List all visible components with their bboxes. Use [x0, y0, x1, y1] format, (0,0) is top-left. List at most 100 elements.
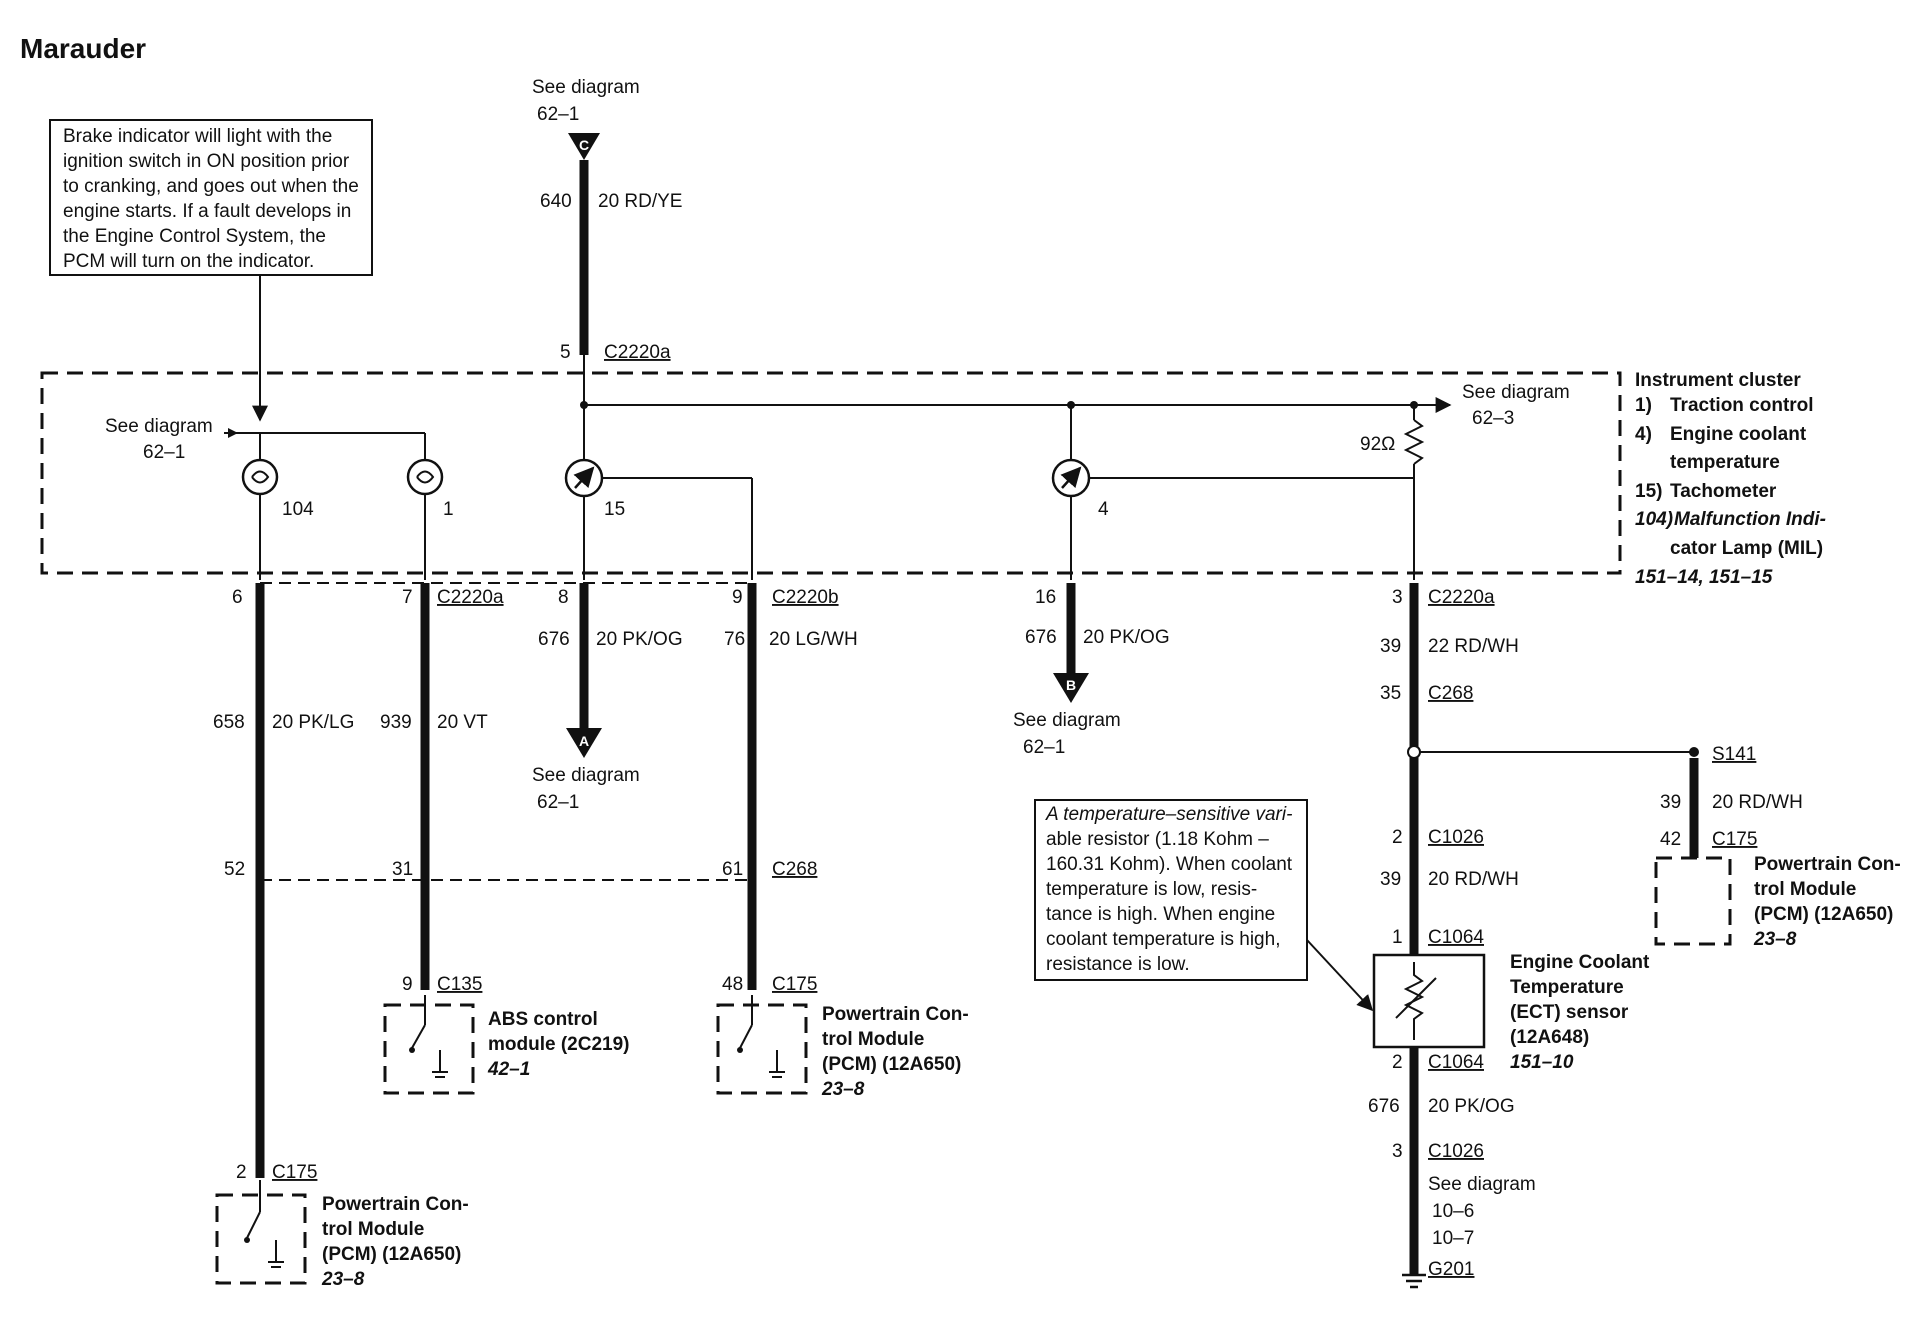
see-diagram-label: See diagram — [532, 77, 640, 98]
module-label: (ECT) sensor — [1510, 1002, 1629, 1023]
pin-number: 61 — [722, 859, 743, 880]
ect-note-line: tance is high. When engine — [1046, 904, 1275, 925]
module-label: (12A648) — [1510, 1027, 1589, 1048]
connector-a-marker — [566, 728, 602, 758]
wire-color: 20 PK/LG — [272, 712, 354, 733]
pin-number: 42 — [1660, 829, 1681, 850]
connector-label: C2220b — [772, 587, 839, 608]
lamp-number: 104 — [282, 499, 314, 520]
wire-color: 20 RD/WH — [1712, 792, 1803, 813]
brake-note: Brake indicator will light with the igni… — [49, 119, 373, 276]
module-label: Powertrain Con- — [1754, 854, 1901, 875]
see-diagram-label: See diagram — [1462, 382, 1570, 403]
wire-color: 20 RD/WH — [1428, 869, 1519, 890]
brake-note-line: ignition switch in ON position prior — [63, 151, 350, 172]
connector-label: C268 — [1428, 683, 1473, 704]
diagram-ref: 10–7 — [1432, 1228, 1474, 1249]
traction-control-lamp-icon — [406, 458, 444, 496]
pin-number: 9 — [402, 974, 413, 995]
circuit-number: 39 — [1660, 792, 1681, 813]
diagram-ref: 62–1 — [143, 442, 185, 463]
brake-note-line: engine starts. If a fault develops in — [63, 201, 351, 222]
splice-label: S141 — [1712, 744, 1756, 765]
connector-b-marker — [1053, 673, 1089, 703]
pin-number: 48 — [722, 974, 743, 995]
circuit-number: 658 — [213, 712, 245, 733]
pin-number: 2 — [236, 1162, 247, 1183]
cluster-item-num: 104) — [1635, 509, 1673, 530]
module-label: (PCM) (12A650) — [822, 1054, 961, 1075]
see-diagram-label: See diagram — [1013, 710, 1121, 731]
ect-note-line: temperature is low, resis- — [1046, 879, 1257, 900]
thermistor-icon — [1403, 962, 1425, 1040]
circuit-number: 39 — [1380, 636, 1401, 657]
cluster-item-label: cator Lamp (MIL) — [1670, 538, 1823, 559]
pin-number: 7 — [402, 587, 413, 608]
page-title: Marauder — [20, 33, 146, 64]
cluster-item-num: 15) — [1635, 481, 1662, 502]
ect-note-line: 160.31 Kohm). When coolant — [1046, 854, 1293, 875]
diagram-ref: 62–1 — [537, 792, 579, 813]
module-label: trol Module — [1754, 879, 1856, 900]
circuit-number: 676 — [1025, 627, 1057, 648]
circuit-number: 76 — [724, 629, 745, 650]
cluster-item-label: Engine coolant — [1670, 424, 1807, 445]
module-label: Temperature — [1510, 977, 1624, 998]
pin-number: 9 — [732, 587, 743, 608]
instrument-cluster-box — [40, 371, 1622, 575]
circuit-number: 939 — [380, 712, 412, 733]
connector-label: C135 — [437, 974, 482, 995]
pin-number: 3 — [1392, 1141, 1403, 1162]
ect-note-line: able resistor (1.18 Kohm – — [1046, 829, 1269, 850]
connector-a-letter: A — [579, 733, 589, 749]
connector-label: C2220a — [437, 587, 504, 608]
switch-icon — [246, 1211, 261, 1239]
pin-number: 3 — [1392, 587, 1403, 608]
module-label: (PCM) (12A650) — [322, 1244, 461, 1265]
connector-label: C175 — [772, 974, 817, 995]
module-ref: 23–8 — [1753, 929, 1797, 950]
diagram-ref: 10–6 — [1432, 1201, 1474, 1222]
diagram-ref: 62–1 — [537, 104, 579, 125]
connector-label: C1064 — [1428, 1052, 1484, 1073]
cluster-item-label: Tachometer — [1670, 481, 1777, 502]
cluster-title: Instrument cluster — [1635, 370, 1801, 391]
module-label: trol Module — [322, 1219, 424, 1240]
brake-note-line: the Engine Control System, the — [63, 226, 326, 247]
ect-note-line: coolant temperature is high, — [1046, 929, 1280, 950]
pin-number: 5 — [560, 342, 571, 363]
module-ref: 42–1 — [487, 1059, 530, 1080]
cluster-item-label: temperature — [1670, 452, 1780, 473]
splice-s141 — [1689, 747, 1699, 757]
pin-number: 2 — [1392, 827, 1403, 848]
module-ref: 23–8 — [321, 1269, 365, 1290]
connector-b-letter: B — [1066, 677, 1076, 693]
circuit-number: 640 — [540, 191, 572, 212]
wire-color: 20 PK/OG — [1083, 627, 1170, 648]
cluster-item-label: Traction control — [1670, 395, 1814, 416]
see-diagram-label: See diagram — [105, 416, 213, 437]
mil-lamp-icon — [241, 458, 279, 496]
brake-note-line: Brake indicator will light with the — [63, 126, 332, 147]
ect-sensor-box — [1372, 953, 1486, 1049]
connector-label: C2220a — [1428, 587, 1495, 608]
connector-label: C175 — [1712, 829, 1757, 850]
pin-number: 16 — [1035, 587, 1056, 608]
pcm-left-box — [215, 1193, 307, 1285]
connector-label: C268 — [772, 859, 817, 880]
abs-module-box — [383, 1003, 475, 1095]
cluster-ref: 151–14, 151–15 — [1635, 567, 1773, 588]
cluster-item-num: 4) — [1635, 424, 1652, 445]
switch-icon — [411, 1024, 426, 1049]
connector-c-letter: C — [579, 137, 589, 153]
brake-note-line: PCM will turn on the indicator. — [63, 251, 314, 272]
wire-color: 20 VT — [437, 712, 488, 733]
module-label: (PCM) (12A650) — [1754, 904, 1893, 925]
ect-note-line: A temperature–sensitive vari- — [1045, 804, 1292, 825]
pin-number: 1 — [1392, 927, 1403, 948]
module-ref: 23–8 — [821, 1079, 865, 1100]
pin-number: 52 — [224, 859, 245, 880]
ect-note-arrow — [1306, 939, 1374, 1012]
module-label: module (2C219) — [488, 1034, 629, 1055]
